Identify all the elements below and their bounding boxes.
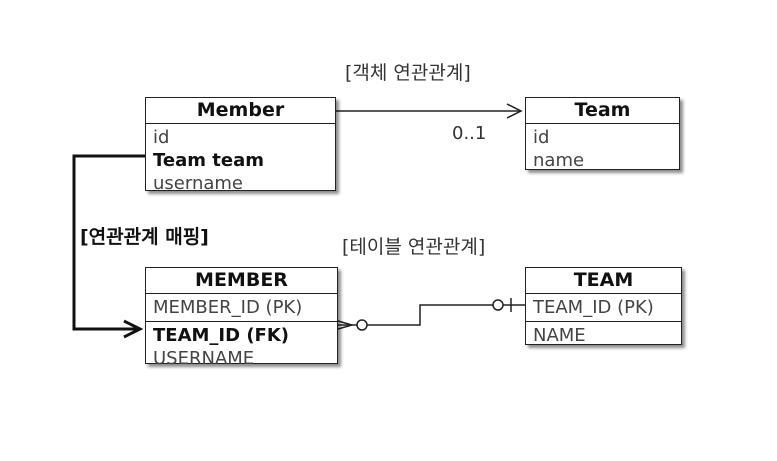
zero-or-one-circle xyxy=(492,299,504,311)
member-class-fields: id Team team username xyxy=(146,124,335,197)
member-table-box: MEMBER MEMBER_ID (PK) TEAM_ID (FK) USERN… xyxy=(145,267,338,369)
team-class-fields: id name xyxy=(526,124,679,174)
field-team: Team team xyxy=(153,150,264,171)
table-relation-caption: [테이블 연관관계] xyxy=(342,236,486,258)
member-table-columns: TEAM_ID (FK) USERNAME xyxy=(146,321,337,372)
zero-or-many-circle xyxy=(356,319,368,331)
column-team-id-fk: TEAM_ID (FK) xyxy=(153,325,290,346)
team-class-title: Team xyxy=(526,98,679,124)
team-table-title: TEAM xyxy=(526,268,681,294)
er-relationship-line xyxy=(337,298,525,331)
object-relation-caption: [객체 연관관계] xyxy=(345,62,471,84)
field-name: name xyxy=(533,150,585,171)
team-class-box: Team id name xyxy=(525,97,680,171)
member-class-title: Member xyxy=(146,98,335,124)
mapping-arrow xyxy=(72,154,145,339)
team-table-pk-section: TEAM_ID (PK) xyxy=(526,294,681,321)
column-name: NAME xyxy=(533,325,586,346)
multiplicity-label: 0..1 xyxy=(452,123,487,144)
association-arrow xyxy=(336,103,523,119)
member-table-title: MEMBER xyxy=(146,268,337,294)
member-table-pk-section: MEMBER_ID (PK) xyxy=(146,294,337,321)
team-table-box: TEAM TEAM_ID (PK) NAME xyxy=(525,267,682,346)
team-table-columns: NAME xyxy=(526,321,681,349)
column-member-id: MEMBER_ID (PK) xyxy=(153,297,303,318)
field-id: id xyxy=(533,127,550,148)
column-team-id-pk: TEAM_ID (PK) xyxy=(533,297,654,318)
mapping-caption: [연관관계 매핑] xyxy=(80,226,209,248)
member-class-box: Member id Team team username xyxy=(145,97,336,194)
field-id: id xyxy=(153,127,170,148)
column-username: USERNAME xyxy=(153,348,255,369)
field-username: username xyxy=(153,173,243,194)
